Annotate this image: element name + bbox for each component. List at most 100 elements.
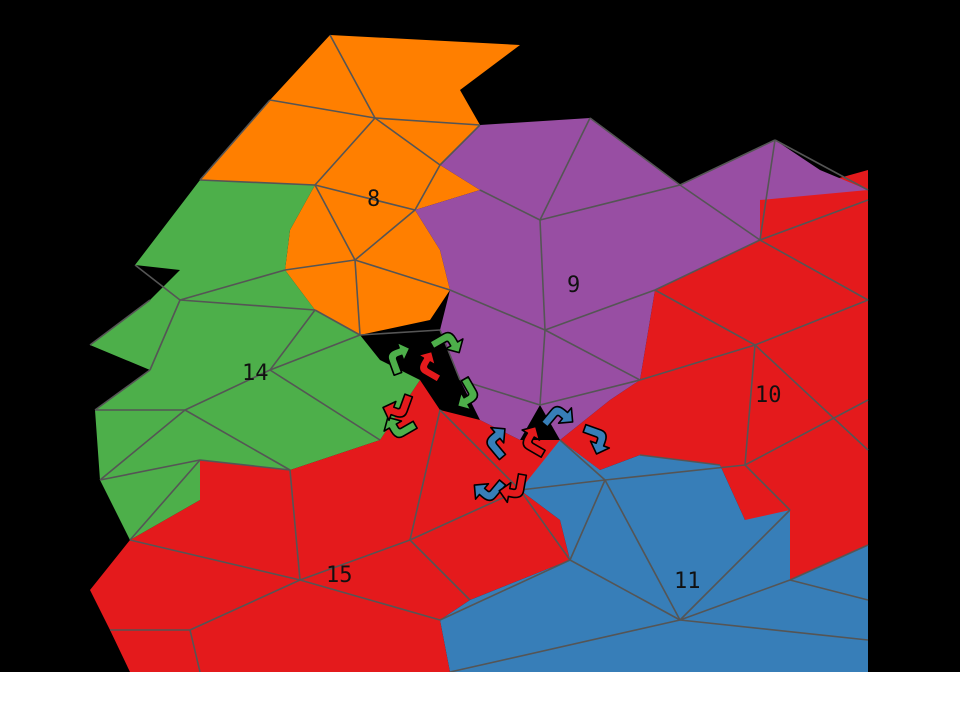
mesh-edge [99, 459, 201, 481]
mesh-edge [754, 299, 869, 346]
region-label-10: 10 [755, 383, 782, 408]
mesh-edge [544, 329, 641, 381]
curved-arrow-icon [582, 423, 611, 455]
mesh-edge [269, 334, 361, 371]
mesh-edge [269, 369, 381, 441]
mesh-edge [539, 379, 641, 406]
mesh-edge [604, 464, 746, 481]
mesh-edge [519, 489, 571, 561]
mesh-edge [539, 117, 591, 221]
mesh-edge [539, 329, 546, 406]
mesh-edge [314, 117, 376, 186]
mesh-edge [639, 454, 721, 466]
mesh-edge [269, 309, 316, 371]
mesh-edge [679, 579, 791, 621]
mesh-edge [439, 124, 481, 166]
mesh-edge [184, 409, 291, 471]
mesh-edge [414, 164, 441, 211]
bottom-strip [0, 672, 960, 720]
mesh-edge [189, 579, 301, 631]
mesh-edge [409, 539, 471, 601]
mesh-edge [99, 409, 186, 481]
mesh-edge [129, 539, 301, 581]
mesh-edge [544, 289, 656, 331]
mesh-edge [744, 399, 869, 466]
mesh-edge [374, 117, 481, 126]
curved-arrow-icon [456, 376, 479, 411]
curved-arrow-icon [382, 393, 414, 422]
mesh-edge [744, 344, 756, 466]
region-label-11: 11 [674, 569, 701, 594]
mesh-edge [754, 344, 869, 451]
mesh-edge [284, 259, 356, 271]
mesh-edge [199, 179, 316, 186]
mesh-edge [129, 459, 201, 541]
region-14-area [90, 180, 420, 540]
mesh-edge [679, 139, 776, 186]
region-label-14: 14 [242, 361, 269, 386]
region-11-area [440, 440, 868, 672]
region-label-9: 9 [567, 273, 580, 298]
mesh-edge [409, 409, 441, 541]
mesh-edge [604, 479, 681, 621]
mesh-edge [314, 184, 416, 211]
region-label-15: 15 [326, 563, 353, 588]
mesh-edge [149, 299, 181, 371]
mesh-edge [569, 479, 606, 561]
mesh-edge [789, 579, 869, 601]
mesh-edge [679, 619, 869, 641]
region-8-area [200, 35, 520, 335]
mesh-edge [439, 559, 571, 621]
mesh-edge [299, 579, 441, 621]
mesh-edge [189, 629, 201, 673]
mesh-edge [679, 509, 791, 621]
mesh-edge [789, 544, 869, 581]
curved-arrow-icon [417, 350, 442, 383]
mesh-edge [359, 329, 441, 336]
mesh-edge [459, 379, 541, 406]
mesh-edge [134, 264, 181, 301]
mesh-edge [269, 99, 376, 119]
mesh-edge [479, 189, 541, 221]
region-10-area [560, 170, 868, 580]
curved-arrow-icon [521, 425, 546, 458]
mesh-edge [539, 219, 546, 331]
mesh-edge [559, 439, 606, 481]
mesh-edge [199, 459, 291, 471]
curved-arrow-icon [540, 405, 574, 428]
mesh-edge [449, 619, 681, 673]
mesh-edge [179, 269, 286, 301]
mesh-edge [759, 199, 869, 241]
triangle-mesh [89, 34, 869, 673]
mesh-edge [184, 369, 271, 411]
mesh-edge [329, 34, 376, 119]
mesh-edge [639, 344, 756, 381]
curved-arrow-icon [473, 479, 507, 502]
curved-arrow-icon [383, 416, 418, 439]
mesh-edge [314, 309, 361, 336]
mesh-edge [179, 299, 316, 311]
curved-arrow-icon [429, 331, 464, 354]
mesh-edge [439, 409, 521, 491]
mesh-edge [679, 184, 761, 241]
curved-arrow-icon [387, 341, 411, 377]
mesh-edge [539, 184, 681, 221]
mesh-edge [774, 139, 869, 191]
mesh-edge [314, 184, 356, 261]
mesh-edge [569, 559, 681, 621]
region-9-area [415, 118, 868, 440]
mesh-edge [589, 117, 681, 186]
mesh-edge [759, 239, 869, 301]
mesh-edge [199, 99, 271, 181]
curved-arrow-icon [498, 473, 528, 504]
mesh-edge [744, 464, 791, 511]
mesh-edge [374, 117, 441, 166]
mesh-edge [299, 539, 411, 581]
region-15-area [90, 410, 570, 672]
mesh-edge [94, 369, 151, 411]
mesh-edge [89, 299, 151, 346]
mesh-edge [759, 139, 776, 241]
mesh-edge [449, 289, 546, 331]
mesh-edge [354, 259, 361, 336]
